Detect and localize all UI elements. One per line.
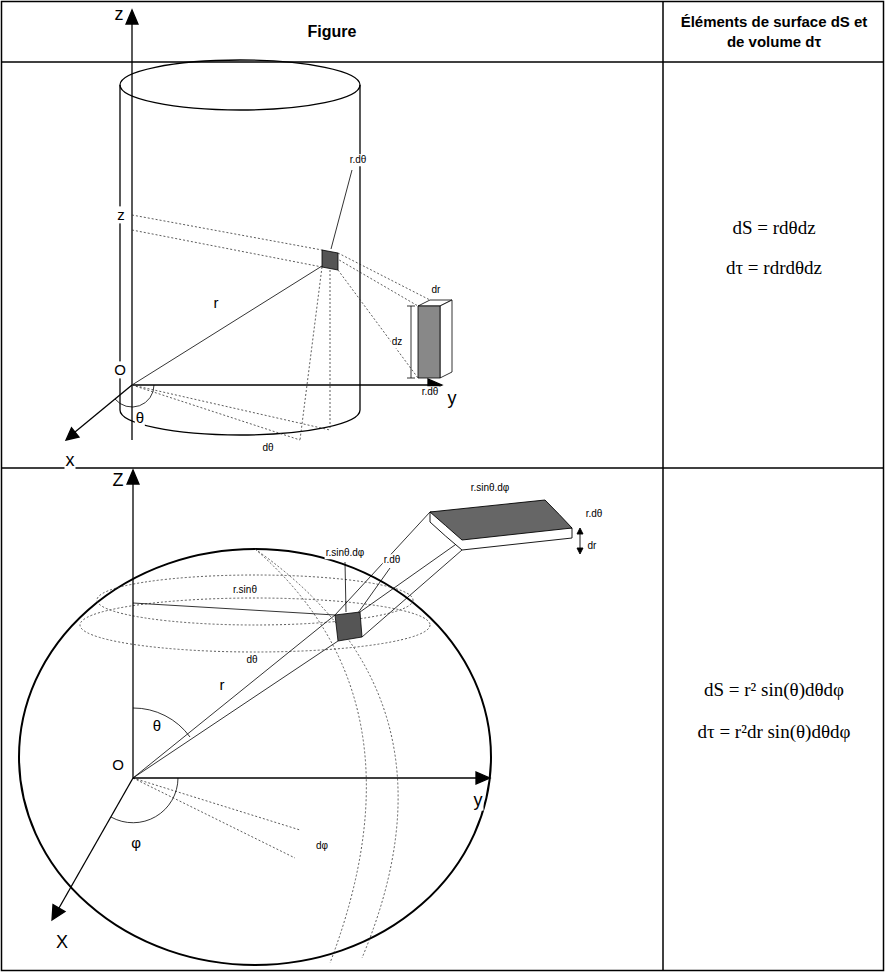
axis-label: z: [114, 4, 125, 25]
column-header: Éléments de surface dS et de volume dτ: [677, 12, 872, 51]
angle-label: dφ: [315, 840, 329, 852]
angle-label: dθ: [261, 442, 274, 454]
dimension-label: dr: [587, 540, 598, 552]
angle-label: θ: [135, 409, 145, 426]
dimension-label: dz: [391, 336, 404, 348]
volume-element: dτ = r²dr sin(θ)dθdφ: [698, 721, 851, 743]
dimension-label: r.dθ: [383, 554, 402, 566]
dimension-label: dr: [431, 284, 442, 296]
dimension-label: r.sinθ.dφ: [325, 547, 366, 559]
dimension-label: r.dθ: [585, 508, 604, 520]
dimension-label: r.dθ: [421, 386, 440, 398]
angle-label: φ: [130, 834, 142, 851]
dimension-label: r.dθ: [349, 154, 368, 166]
volume-element: dτ = rdrdθdz: [726, 257, 822, 279]
radius-label: r: [213, 294, 220, 311]
dimension-label: r.sinθ.dφ: [470, 482, 511, 494]
axis-label: y: [473, 790, 484, 811]
dimension-label: r.sinθ: [232, 584, 258, 596]
coordinate-label: z: [116, 206, 126, 223]
origin-label: O: [111, 756, 125, 773]
angle-label: θ: [152, 717, 162, 734]
axis-label: y: [447, 388, 458, 409]
radius-label: r: [219, 676, 226, 693]
column-header: Figure: [308, 23, 357, 41]
surface-element: dS = rdθdz: [732, 217, 815, 239]
axis-label: X: [55, 932, 69, 953]
surface-element: dS = r² sin(θ)dθdφ: [704, 679, 844, 701]
axis-label: x: [65, 450, 76, 471]
axis-label: Z: [112, 470, 125, 491]
angle-label: dθ: [245, 654, 258, 666]
origin-label: O: [113, 361, 127, 378]
